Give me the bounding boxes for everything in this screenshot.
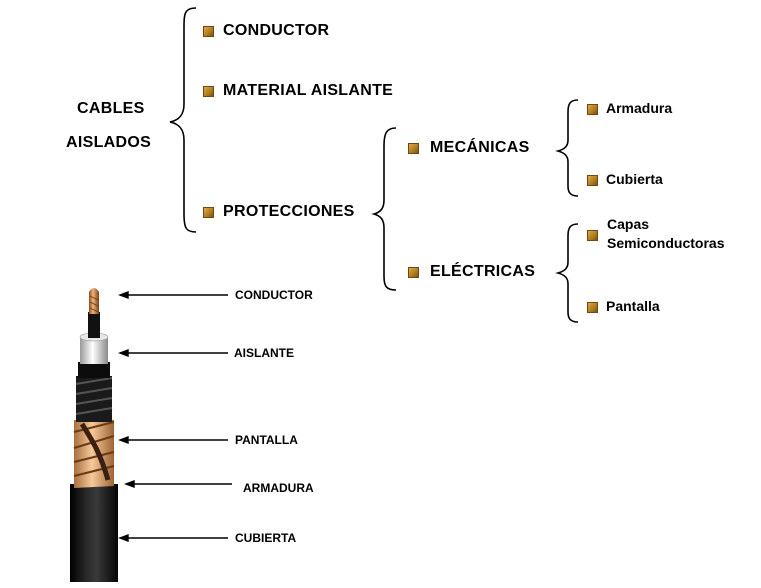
cable-cubierta (70, 484, 118, 582)
brace-main (169, 7, 197, 233)
item-capas: Capas (607, 216, 650, 232)
item-electricas: ELÉCTRICAS (430, 263, 536, 280)
item-pantalla: Pantalla (606, 298, 660, 314)
label-cubierta: CUBIERTA (235, 531, 297, 545)
bullet-icon (203, 86, 214, 97)
brace-mecanicas (555, 99, 579, 197)
bullet-icon (587, 175, 598, 186)
item-semiconductoras: Semiconductoras (607, 235, 725, 251)
item-cubierta: Cubierta (606, 171, 663, 187)
cable-aislante (80, 336, 108, 364)
bullet-icon (408, 143, 419, 154)
root-aislados: AISLADOS (66, 134, 152, 151)
label-pantalla: PANTALLA (235, 433, 298, 447)
bullet-icon (587, 230, 598, 241)
item-conductor: CONDUCTOR (223, 22, 330, 39)
label-armadura: ARMADURA (243, 481, 314, 495)
bullet-icon (203, 26, 214, 37)
item-mecanicas: MECÁNICAS (430, 139, 530, 156)
bullet-icon (408, 267, 419, 278)
brace-electricas (555, 223, 579, 323)
item-armadura: Armadura (606, 100, 673, 116)
bullet-icon (587, 104, 598, 115)
bullet-icon (203, 207, 214, 218)
item-material-aislante: MATERIAL AISLANTE (223, 82, 394, 99)
brace-protecciones (371, 127, 397, 291)
label-aislante: AISLANTE (234, 346, 294, 360)
cable-conductor (89, 288, 99, 314)
label-conductor: CONDUCTOR (235, 288, 313, 302)
bullet-icon (587, 302, 598, 313)
root-cables: CABLES (77, 100, 145, 117)
item-protecciones: PROTECCIONES (223, 203, 355, 220)
